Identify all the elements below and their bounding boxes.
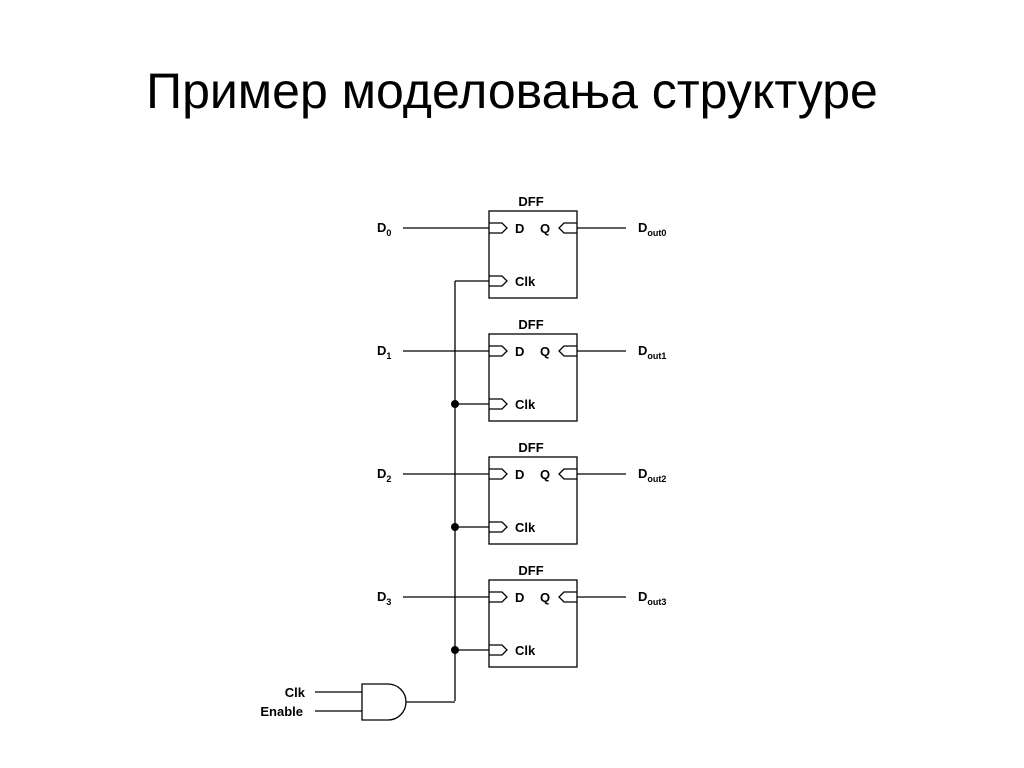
dff-label: DFF [518,440,543,455]
output-label-main: D [638,466,647,481]
input-label-sub: 3 [386,597,391,607]
output-label-main: D [638,589,647,604]
q-pin-marker [558,345,577,357]
output-label-sub: out1 [647,351,666,361]
output-label-sub: out3 [647,597,666,607]
pin-clk-label: Clk [515,397,536,412]
dff-label: DFF [518,194,543,209]
pin-clk-label: Clk [515,274,536,289]
pin-clk-label: Clk [515,643,536,658]
gate-input-clk-label: Clk [285,685,306,700]
q-pin-marker [558,468,577,480]
and-gate: Clk Enable [260,683,455,721]
input-label-main: D [377,343,386,358]
pin-d-label: D [515,467,524,482]
input-label: D1 [377,343,391,361]
output-label-sub: out2 [647,474,666,484]
clk-pin-marker [489,644,508,656]
slide-title: Пример моделовања структуре [146,63,878,119]
input-label: D3 [377,589,391,607]
input-label: D0 [377,220,391,238]
d-pin-marker [489,468,508,480]
dff-label: DFF [518,563,543,578]
d-pin-marker [489,222,508,234]
input-label-main: D [377,466,386,481]
q-pin-marker [558,591,577,603]
output-label: Dout2 [638,466,666,484]
pin-q-label: Q [540,221,550,236]
input-label-main: D [377,220,386,235]
input-label-sub: 2 [386,474,391,484]
q-pin-marker [558,222,577,234]
output-label-sub: out0 [647,228,666,238]
gate-input-enable-label: Enable [260,704,303,719]
output-label: Dout3 [638,589,666,607]
input-label-sub: 0 [386,228,391,238]
clk-pin-marker [489,521,508,533]
pin-d-label: D [515,344,524,359]
input-label: D2 [377,466,391,484]
output-label-main: D [638,220,647,235]
clk-pin-marker [489,398,508,410]
input-label-sub: 1 [386,351,391,361]
pin-q-label: Q [540,590,550,605]
pin-q-label: Q [540,467,550,482]
output-label: Dout0 [638,220,666,238]
pin-clk-label: Clk [515,520,536,535]
d-pin-marker [489,345,508,357]
output-label: Dout1 [638,343,666,361]
d-pin-marker [489,591,508,603]
dff-label: DFF [518,317,543,332]
output-label-main: D [638,343,647,358]
pin-d-label: D [515,221,524,236]
pin-q-label: Q [540,344,550,359]
clk-pin-marker [489,275,508,287]
input-label-main: D [377,589,386,604]
pin-d-label: D [515,590,524,605]
